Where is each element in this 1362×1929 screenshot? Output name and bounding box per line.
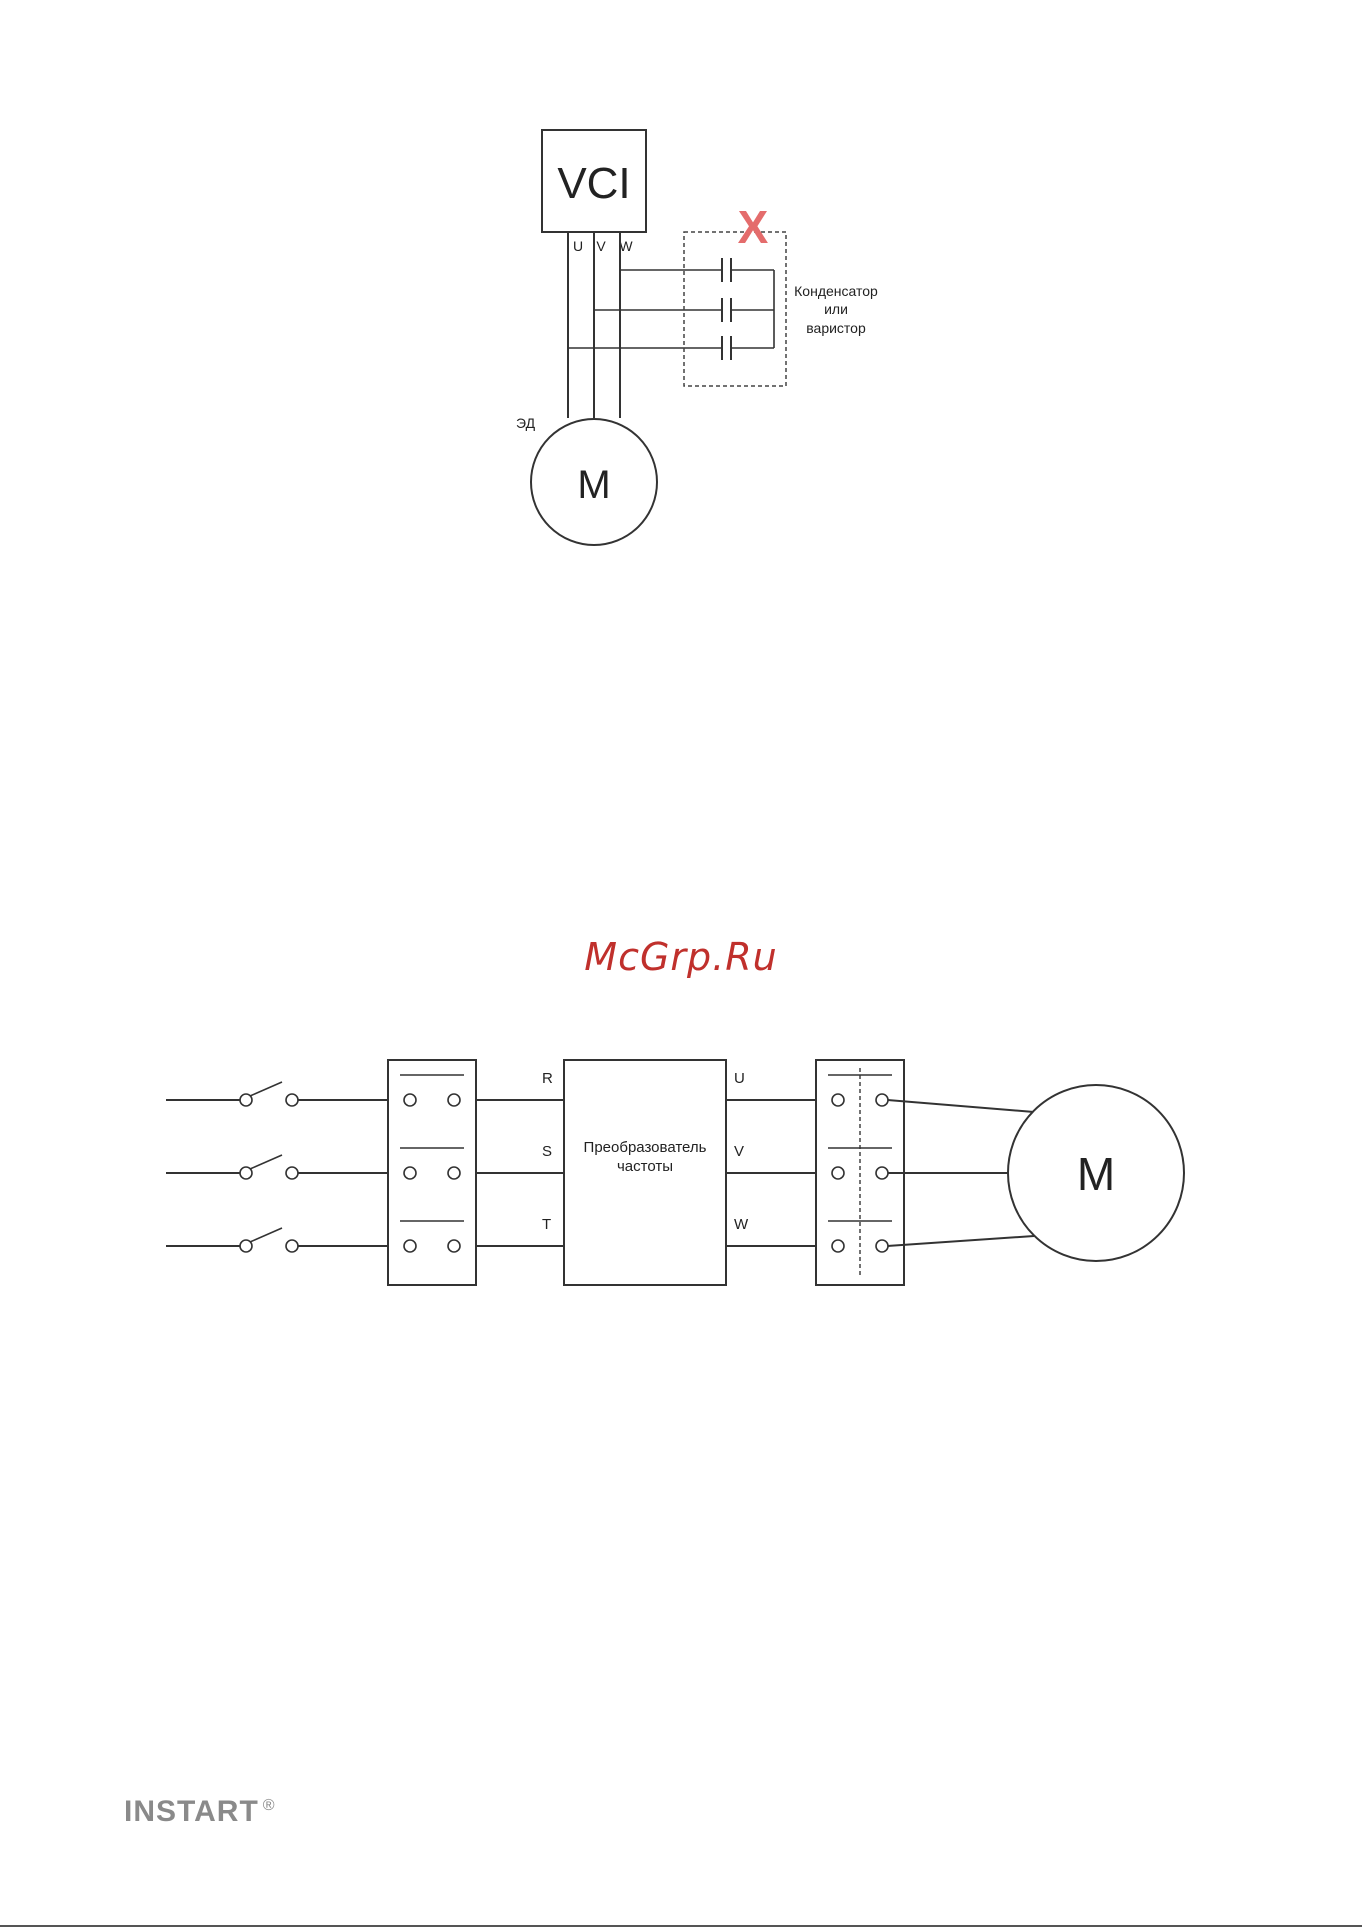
diagram-vci-motor: VCI U V W X: [516, 130, 878, 545]
vci-label: VCI: [557, 159, 630, 208]
component-label-line2: или: [824, 301, 848, 317]
motor-feed-w: [888, 1236, 1034, 1246]
terminal-u-label: U: [573, 238, 583, 254]
motor-tag: ЭД: [516, 415, 536, 431]
input-line-t: [166, 1228, 388, 1252]
motor-feed-u: [888, 1100, 1034, 1112]
brand-logo: INSTART®: [124, 1795, 276, 1829]
cross-mark-icon: X: [738, 201, 769, 253]
component-enclosure: [684, 232, 786, 386]
registered-mark: ®: [263, 1797, 276, 1814]
footer-divider: [0, 1925, 1362, 1927]
capacitor-1: [722, 258, 774, 282]
output-terminal-w: W: [734, 1216, 749, 1233]
output-terminal-v: V: [734, 1143, 744, 1160]
motor-label-2: M: [1077, 1148, 1115, 1200]
component-label-line1: Конденсатор: [794, 283, 878, 299]
input-line-r: [166, 1082, 388, 1106]
component-label-line3: варистор: [806, 320, 866, 336]
terminal-v-label: V: [596, 238, 606, 254]
converter-label-line2: частоты: [617, 1158, 673, 1175]
output-terminal-u: U: [734, 1070, 745, 1087]
input-terminal-t: T: [542, 1216, 551, 1233]
converter-label-line1: Преобразователь: [584, 1139, 707, 1156]
capacitor-2: [722, 298, 774, 322]
brand-name: INSTART: [124, 1795, 259, 1828]
terminal-w-label: W: [619, 238, 633, 254]
watermark: McGrp.Ru: [0, 935, 1362, 979]
input-terminal-s: S: [542, 1143, 552, 1160]
input-breaker-block: [388, 1060, 476, 1285]
capacitor-3: [722, 336, 774, 360]
input-line-s: [166, 1155, 388, 1179]
motor-label: M: [577, 463, 610, 507]
input-terminal-r: R: [542, 1070, 553, 1087]
diagram-converter-motor: R S T Преобразователь частоты U V W: [166, 1060, 1184, 1285]
